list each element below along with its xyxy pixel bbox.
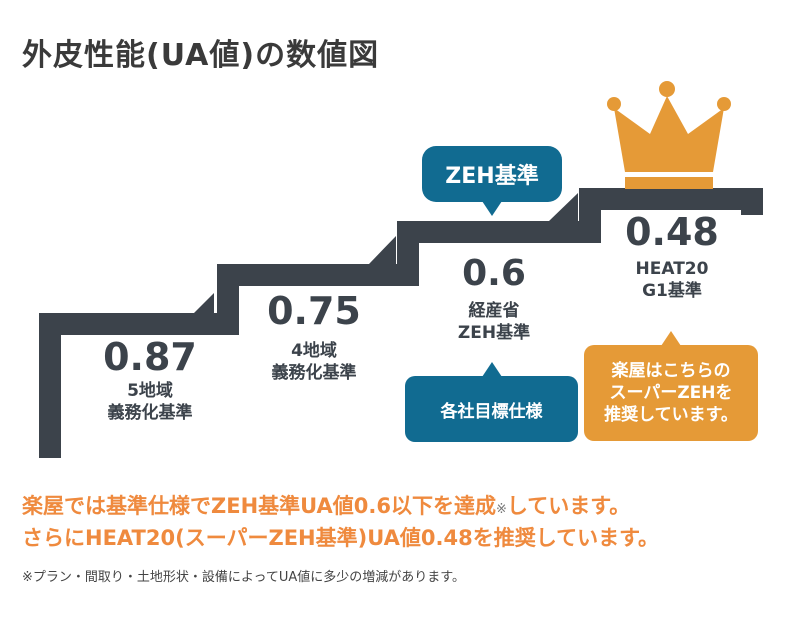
step-2-label: 4地域 義務化基準 — [271, 341, 357, 383]
step-4-label: HEAT20 G1基準 — [635, 259, 709, 301]
step-corner-3 — [549, 193, 578, 221]
crown-icon — [607, 81, 731, 189]
step-1-value: 0.87 — [103, 335, 197, 379]
recommend-bubble: 楽屋はこちらの スーパーZEHを 推奨しています。 — [584, 331, 758, 441]
step-corner-1 — [194, 293, 214, 313]
zeh-standard-bubble: ZEH基準 — [422, 146, 562, 216]
company-target-bubble: 各社目標仕様 — [405, 362, 578, 442]
page-title: 外皮性能(UA値)の数値図 — [22, 38, 380, 73]
footnote: ※プラン・間取り・土地形状・設備によってUA値に多少の増減があります。 — [22, 570, 465, 585]
step-2-value: 0.75 — [267, 289, 361, 333]
staircase-line — [39, 188, 763, 458]
note-line-2: さらにHEAT20(スーパーZEH基準)UA値0.48を推奨しています。 — [22, 526, 659, 550]
note-mark: ※ — [496, 502, 507, 517]
step-4-value: 0.48 — [625, 210, 719, 254]
step-3-label: 経産省 ZEH基準 — [457, 301, 531, 343]
step-corner-2 — [369, 236, 396, 264]
step-3-value: 0.6 — [462, 253, 526, 294]
note-line-1: 楽屋では基準仕様でZEH基準UA値0.6以下を達成※しています。 — [22, 494, 631, 518]
step-1-label: 5地域 義務化基準 — [107, 381, 193, 423]
